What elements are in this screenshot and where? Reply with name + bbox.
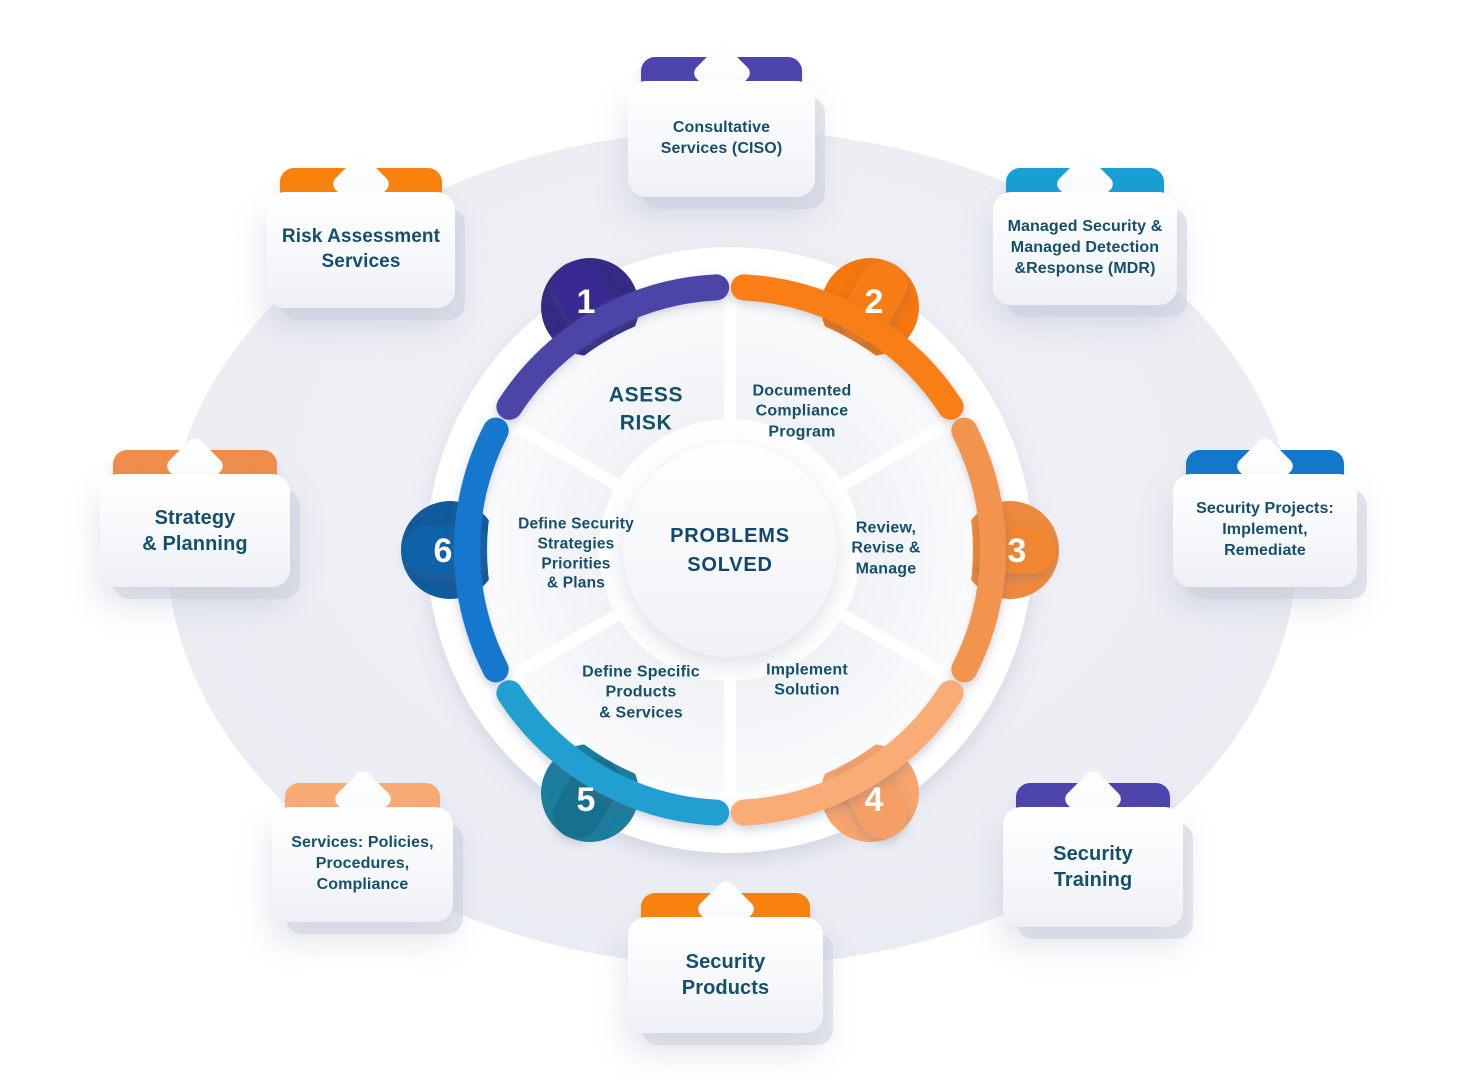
segment-arcs: [454, 274, 1006, 826]
card-security-training: Security Training: [1003, 767, 1183, 927]
segment-label-2: Documented Compliance Program: [752, 382, 852, 441]
card-label: Risk Assessment Services: [267, 192, 455, 308]
segment-label-1: ASESS RISK: [608, 383, 684, 435]
center-circle: [623, 443, 837, 657]
badge-number-3: 3: [1008, 532, 1027, 570]
card-strategy-planning: Strategy & Planning: [100, 434, 290, 587]
card-risk-assessment: Risk Assessment Services: [267, 152, 455, 308]
segment-label-6: Define Security Strategies Priorities & …: [518, 515, 634, 592]
segment-label-4: Implement Solution: [766, 661, 848, 699]
card-label: Managed Security & Managed Detection &Re…: [993, 192, 1177, 305]
arc-segment-2: [730, 274, 964, 420]
card-consultative-services: Consultative Services (CISO): [628, 41, 815, 197]
center-title: PROBLEMS SOLVED: [670, 525, 790, 576]
arc-segment-5: [496, 680, 730, 826]
segment-label-5: Define Specific Products & Services: [582, 663, 700, 722]
badge-number-4: 4: [865, 781, 884, 819]
arc-segment-1: [496, 274, 730, 420]
card-security-products: Security Products: [628, 877, 823, 1033]
arc-segment-6: [454, 417, 509, 683]
badge-number-5: 5: [577, 781, 596, 819]
arc-segment-3: [951, 417, 1006, 683]
arc-segment-4: [730, 680, 964, 826]
card-security-projects: Security Projects: Implement, Remediate: [1173, 434, 1357, 587]
card-label: Security Training: [1003, 807, 1183, 927]
card-label: Services: Policies, Procedures, Complian…: [272, 807, 453, 922]
badge-number-2: 2: [865, 283, 884, 321]
card-label: Strategy & Planning: [100, 474, 290, 587]
badge-numbers: 1 2 3 4 5 6: [434, 283, 1027, 819]
segment-label-3: Review, Revise & Manage: [851, 519, 921, 578]
card-label: Security Products: [628, 917, 823, 1033]
card-managed-security-mdr: Managed Security & Managed Detection &Re…: [993, 152, 1177, 305]
card-services-policies: Services: Policies, Procedures, Complian…: [272, 767, 453, 922]
card-label: Security Projects: Implement, Remediate: [1173, 474, 1357, 587]
card-label: Consultative Services (CISO): [628, 81, 815, 197]
badge-number-1: 1: [577, 283, 596, 321]
badge-number-6: 6: [434, 532, 453, 570]
